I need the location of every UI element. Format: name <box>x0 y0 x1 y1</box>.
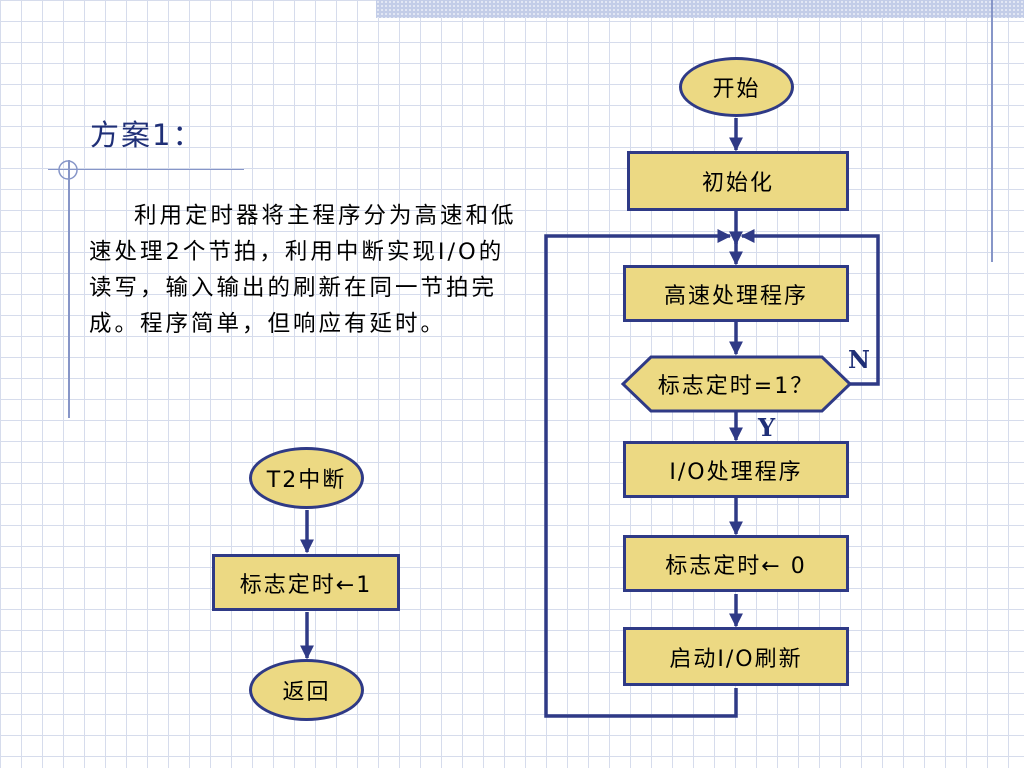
decision-diamond <box>620 355 853 413</box>
description-text: 利用定时器将主程序分为高速和低速处理2个节拍，利用中断实现I/O的读写，输入输出… <box>89 203 517 337</box>
arrow-decision-no-loop <box>740 229 880 386</box>
init-box: 初始化 <box>627 151 849 211</box>
decorative-title-underline <box>48 169 244 170</box>
io-process-box: I/O处理程序 <box>623 441 849 498</box>
page-title: 方案1： <box>90 118 204 152</box>
decorative-top-band <box>376 0 1024 18</box>
io-refresh-box: 启动I/O刷新 <box>623 627 849 686</box>
high-speed-process-box: 高速处理程序 <box>623 265 849 322</box>
branch-label-no: N <box>848 345 870 374</box>
branch-label-yes: Y <box>758 413 776 442</box>
set-flag-box: 标志定时←1 <box>212 554 400 611</box>
decorative-left-rule <box>68 160 70 418</box>
start-terminal: 开始 <box>679 57 794 117</box>
arrow-main-loop-back <box>544 229 738 718</box>
flag-reset-box: 标志定时← 0 <box>623 535 849 592</box>
t2-interrupt-terminal: T2中断 <box>249 447 364 509</box>
return-terminal: 返回 <box>249 659 364 721</box>
decision-label: 标志定时=1？ <box>657 374 815 399</box>
decorative-right-rule <box>991 0 993 262</box>
